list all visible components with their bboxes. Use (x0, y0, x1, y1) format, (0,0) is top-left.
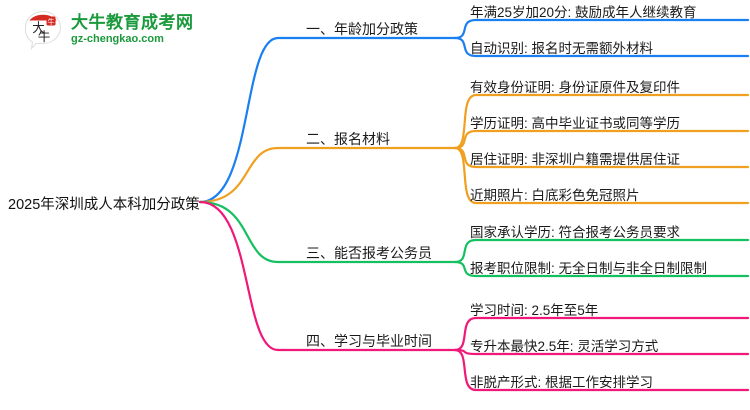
leaf-node-1-1[interactable]: 年满25岁加20分: 鼓励成年人继续教育 (470, 5, 697, 20)
leaf-node-3-2[interactable]: 报考职位限制: 无全日制与非全日制限制 (470, 261, 708, 276)
site-logo: 牛 大 牛 大牛教育成考网 gz-chengkao.com (22, 6, 222, 52)
leaf-node-3-1[interactable]: 国家承认学历: 符合报考公务员要求 (470, 225, 681, 240)
branch-node-1[interactable]: 一、年龄加分政策 (306, 21, 418, 37)
leaf-node-2-1[interactable]: 有效身份证明: 身份证原件及复印件 (470, 80, 681, 95)
logo-subtitle: gz-chengkao.com (71, 32, 164, 45)
root-node[interactable]: 2025年深圳成人本科加分政策 (8, 197, 200, 213)
branch-node-2[interactable]: 二、报名材料 (306, 131, 390, 147)
logo-title: 大牛教育成考网 (71, 12, 194, 32)
daniu-logo-mark-icon: 牛 大 牛 (22, 8, 64, 51)
leaf-node-4-2[interactable]: 专升本最快2.5年: 灵活学习方式 (470, 339, 659, 354)
leaf-node-2-3[interactable]: 居住证明: 非深圳户籍需提供居住证 (470, 152, 681, 167)
leaf-node-4-3[interactable]: 非脱产形式: 根据工作安排学习 (470, 375, 654, 390)
svg-text:牛: 牛 (38, 29, 51, 44)
svg-text:牛: 牛 (48, 17, 55, 26)
leaf-node-4-1[interactable]: 学习时间: 2.5年至5年 (470, 303, 599, 318)
branch-node-3[interactable]: 三、能否报考公务员 (306, 245, 432, 261)
leaf-node-2-4[interactable]: 近期照片: 白底彩色免冠照片 (470, 188, 640, 203)
logo-text-block: 大牛教育成考网 gz-chengkao.com (71, 14, 194, 45)
svg-text:大: 大 (32, 21, 45, 35)
leaf-node-1-2[interactable]: 自动识别: 报名时无需额外材料 (470, 41, 654, 56)
branch-node-4[interactable]: 四、学习与毕业时间 (306, 333, 432, 349)
leaf-node-2-2[interactable]: 学历证明: 高中毕业证书或同等学历 (470, 116, 681, 131)
